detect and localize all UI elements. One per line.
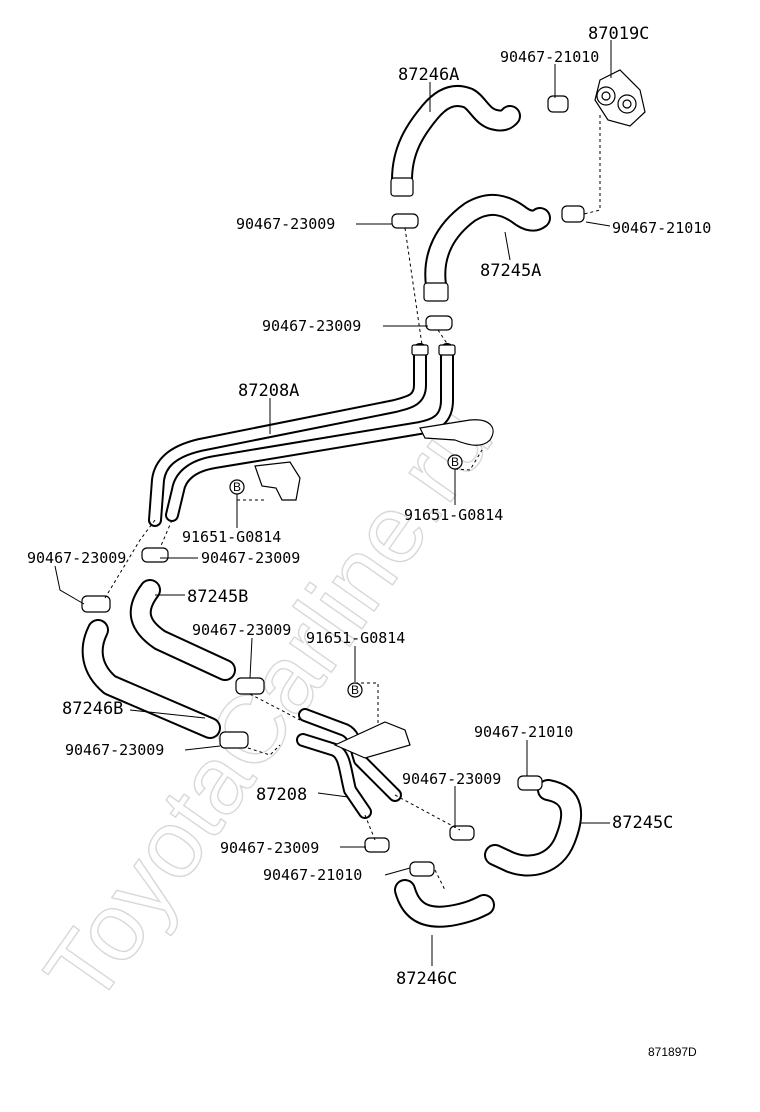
label-90467-23009-bottom-left: 90467-23009 — [65, 741, 164, 759]
bolt-marker-icon: B B B — [229, 454, 463, 698]
svg-text:B: B — [233, 480, 241, 494]
svg-text:B: B — [351, 683, 359, 697]
grommet-87019C — [594, 69, 646, 127]
label-87208: 87208 — [256, 785, 307, 805]
pipe-87208 — [296, 708, 411, 819]
label-87245A: 87245A — [480, 261, 541, 281]
diagram-code: 871897D — [648, 1045, 697, 1059]
label-91651-G0814-left: 91651-G0814 — [182, 528, 281, 546]
label-90467-23009-bottom: 90467-23009 — [220, 839, 319, 857]
svg-text:B: B — [451, 455, 459, 469]
label-90467-23009-bottom-mid: 90467-23009 — [402, 770, 501, 788]
label-87245B: 87245B — [187, 587, 248, 607]
clamp-icon — [81, 95, 585, 877]
hose-87246C — [394, 879, 495, 928]
hose-87246B — [81, 619, 221, 739]
part-labels: 87019C 90467-21010 87246A 90467-23009 90… — [27, 24, 711, 989]
label-87019C: 87019C — [588, 24, 649, 44]
hose-87245A — [423, 193, 551, 302]
label-90467-23009-lower: 90467-23009 — [192, 621, 291, 639]
label-90467-23009-left: 90467-23009 — [27, 549, 126, 567]
label-90467-23009-upper: 90467-23009 — [236, 215, 335, 233]
label-90467-23009-mid: 90467-23009 — [262, 317, 361, 335]
label-90467-21010-lower: 90467-21010 — [474, 723, 573, 741]
label-91651-G0814-right: 91651-G0814 — [404, 506, 503, 524]
label-87208A: 87208A — [238, 381, 299, 401]
label-87246A: 87246A — [398, 65, 459, 85]
label-90467-21010-top: 90467-21010 — [500, 48, 599, 66]
pipe-87208A — [148, 343, 494, 527]
hose-87245B — [129, 579, 236, 681]
label-91651-G0814-lower: 91651-G0814 — [306, 629, 405, 647]
hose-87246A — [390, 85, 521, 197]
leader-lines — [54, 40, 612, 966]
label-87246B: 87246B — [62, 699, 123, 719]
label-90467-21010-bottom: 90467-21010 — [263, 866, 362, 884]
label-90467-23009-center: 90467-23009 — [201, 549, 300, 567]
hose-87245C — [484, 779, 583, 877]
label-87245C: 87245C — [612, 813, 673, 833]
label-87246C: 87246C — [396, 969, 457, 989]
label-90467-21010-right: 90467-21010 — [612, 219, 711, 237]
